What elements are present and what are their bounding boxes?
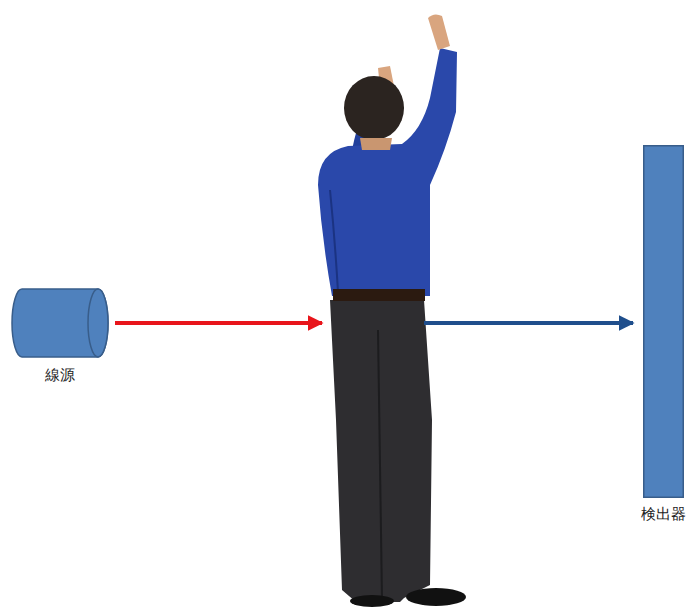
detector-rect <box>644 146 684 498</box>
cylinder-body <box>12 289 108 357</box>
shirt-fold <box>330 190 338 292</box>
trouser-seam <box>378 330 382 600</box>
node-shape <box>12 288 108 358</box>
shoe <box>406 588 466 606</box>
node-label: 線源 <box>45 366 75 385</box>
incident-beam <box>115 321 322 325</box>
transmitted-beam <box>424 321 633 325</box>
head-hair <box>344 76 404 140</box>
node-label: 検出器 <box>641 505 686 524</box>
neck <box>360 138 392 150</box>
cylinder-cap <box>88 289 108 357</box>
belt <box>333 289 425 301</box>
front-hand <box>428 14 450 50</box>
trousers <box>330 300 432 602</box>
beam-arrow <box>115 323 633 324</box>
detector-panel: 検出器 <box>643 145 684 498</box>
node-shape <box>643 145 684 498</box>
source-cylinder: 線源 <box>12 288 108 358</box>
shirt <box>318 48 457 296</box>
shoe <box>350 595 394 607</box>
